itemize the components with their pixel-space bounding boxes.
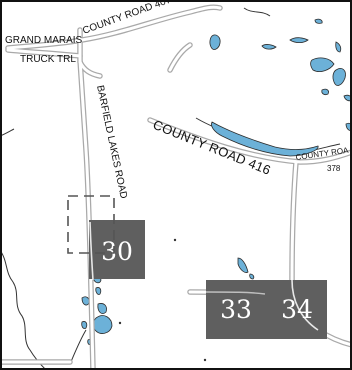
lake-east-2 [335, 41, 342, 53]
grid-cell-label: 33 [220, 295, 252, 324]
lake-south-4 [81, 321, 88, 329]
roads-fill [0, 5, 352, 370]
lake-south-3 [92, 315, 113, 334]
road-county-416 [148, 118, 352, 164]
lake-south-2 [97, 303, 107, 314]
pond-dot [203, 358, 207, 362]
lake-east-3 [332, 68, 346, 86]
label-truck-trl: TRUCK TRL [20, 54, 76, 65]
road-connector-overlap [205, 291, 266, 295]
stream-ne-1 [243, 7, 271, 17]
grid-cell-label: 34 [281, 295, 313, 324]
lake-center-1 [237, 257, 249, 273]
road-378-overlap [291, 279, 319, 331]
road-barfield-overlap [89, 221, 94, 281]
road-county-407 [6, 5, 222, 50]
label-barfield-lakes-road: BARFIELD LAKES ROAD [94, 84, 129, 199]
lake-east-1 [310, 57, 335, 72]
lake-east-4 [321, 88, 329, 96]
dashed-selection-box[interactable] [67, 195, 115, 254]
lake-south-1 [81, 296, 90, 306]
grid-cell-33[interactable]: 33 [206, 280, 265, 339]
grid-cell-34[interactable]: 34 [265, 280, 327, 339]
road-barfield-lakes [78, 28, 95, 370]
lake-long-416 [211, 121, 319, 157]
grid-cell-30[interactable]: 30 [89, 220, 145, 279]
lake-cell30-2 [95, 287, 102, 295]
label-grand-marais: GRAND MARAIS [5, 35, 83, 46]
lake-north-2 [261, 44, 277, 50]
lake-north-3 [289, 37, 309, 44]
road-truck-trl [6, 48, 82, 58]
grid-cell-label: 30 [101, 237, 133, 266]
lake-center-2 [249, 273, 255, 280]
pond-dot [173, 238, 177, 242]
lake-north-1 [209, 34, 221, 50]
pond-dot [118, 321, 122, 325]
stream-south-center [69, 329, 87, 365]
stream-west-upper [0, 128, 15, 137]
label-route-378: 378 [327, 164, 341, 173]
lake-north-4 [314, 18, 323, 24]
water-bodies [81, 18, 352, 346]
road-spur-north [78, 60, 102, 78]
stream-west-lower [0, 249, 47, 370]
road-north-spur [168, 43, 192, 72]
